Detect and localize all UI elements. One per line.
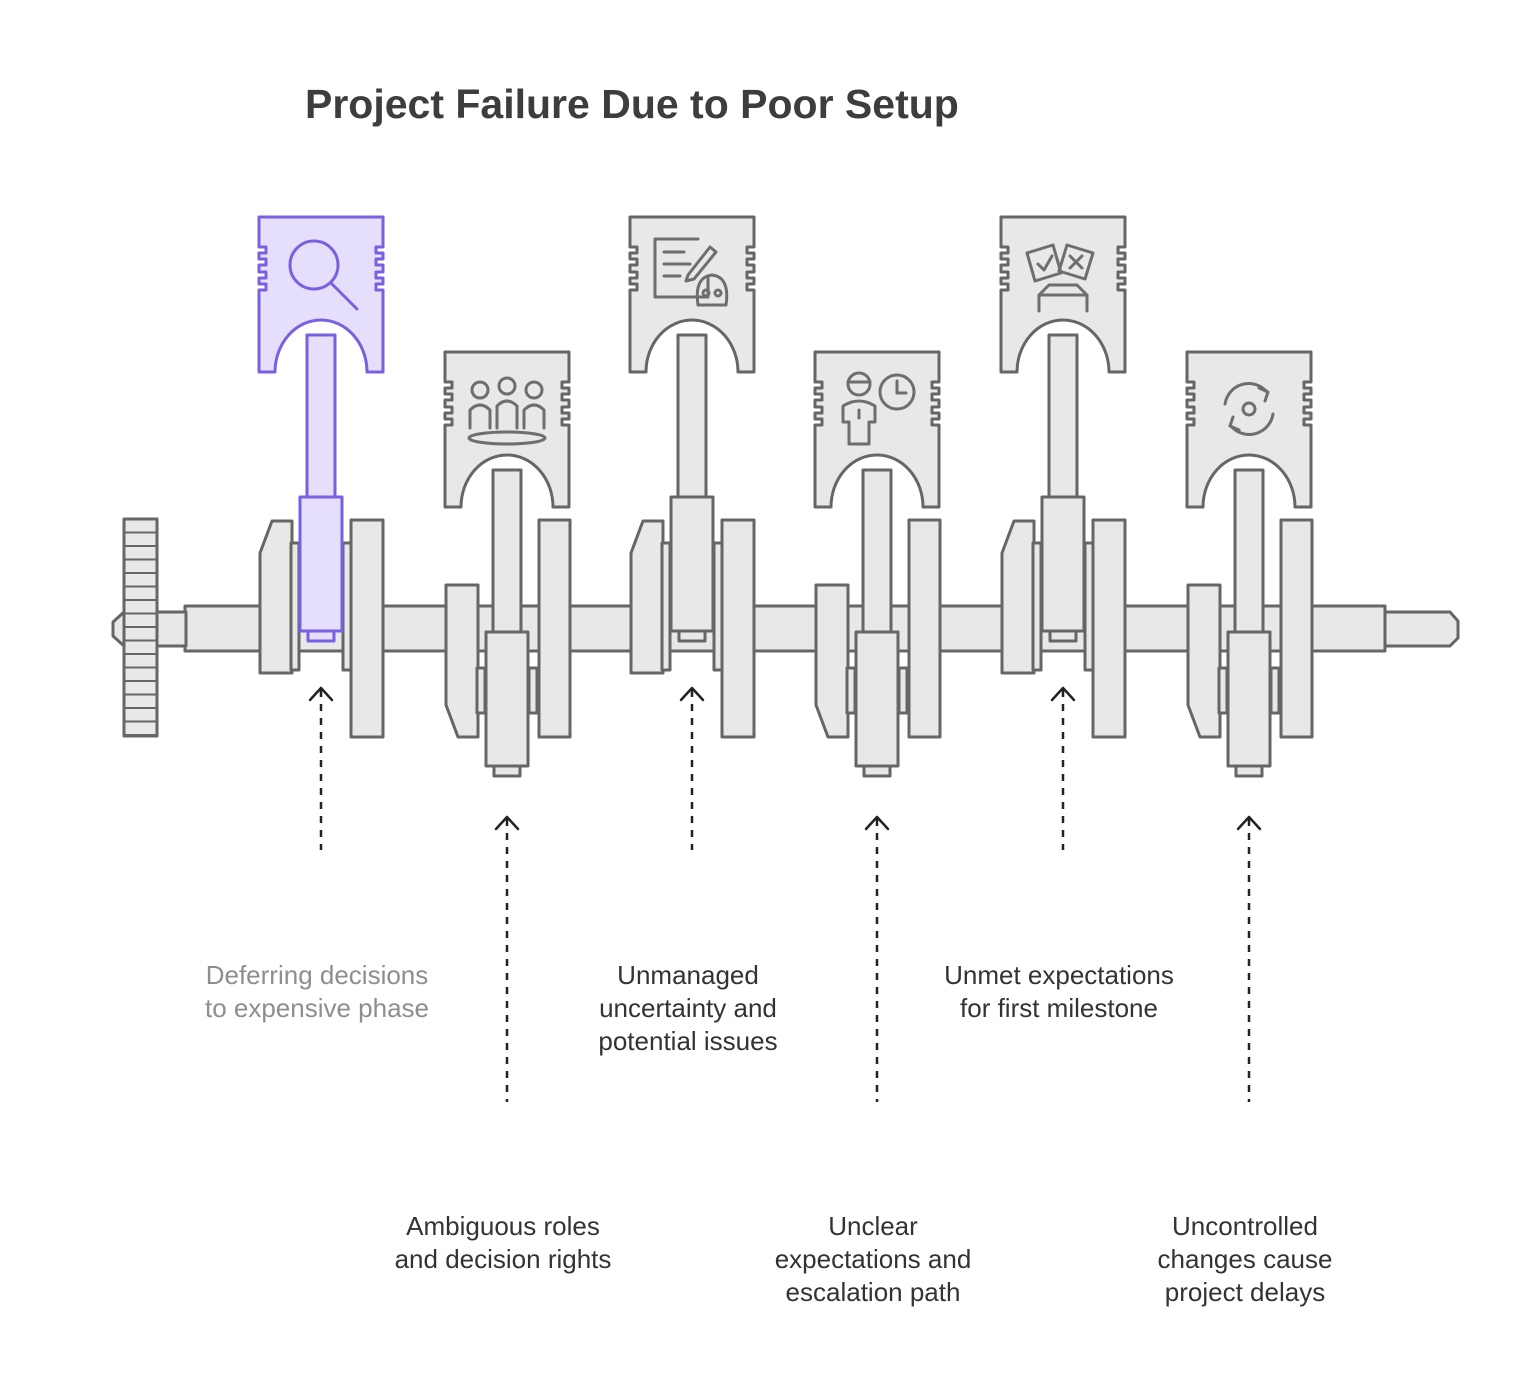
checklist-cards-icon (1025, 243, 1095, 313)
team-icon (467, 376, 547, 446)
refresh-cycle-icon (1223, 382, 1275, 436)
label-line: Ambiguous roles (406, 1211, 600, 1241)
piston-3 (628, 215, 756, 374)
label-line: for first milestone (960, 993, 1158, 1023)
pistons (257, 215, 1313, 509)
connecting-rod (484, 468, 530, 778)
callout-arrow-3 (679, 686, 705, 850)
label-line: Unmet expectations (944, 960, 1174, 990)
page-title: Project Failure Due to Poor Setup (305, 81, 959, 127)
document-skull-icon (653, 237, 729, 307)
counterweight-pair (258, 518, 385, 739)
label-line: Unclear (828, 1211, 918, 1241)
label-line: Deferring decisions (206, 960, 429, 990)
callout-arrow-6 (1236, 815, 1262, 1102)
magnifier-icon (288, 239, 359, 311)
label-line: potential issues (598, 1026, 777, 1056)
shaft-end-right (1383, 610, 1460, 648)
piston-4 (813, 350, 941, 509)
connecting-rod (854, 468, 900, 778)
callout-arrows (308, 686, 1262, 1102)
label-line: changes cause (1158, 1244, 1333, 1274)
connecting-rod (298, 333, 344, 643)
piston-1 (257, 215, 385, 374)
counterweight-pair (814, 518, 942, 739)
connecting-rod (669, 333, 715, 643)
counterweight-pair (1000, 518, 1127, 739)
label-line: and decision rights (395, 1244, 612, 1274)
callout-arrow-5 (1050, 686, 1076, 850)
piston-6 (1185, 350, 1313, 509)
label-line: expectations and (775, 1244, 972, 1274)
callout-arrow-4 (864, 815, 890, 1102)
counterweight-pair (444, 518, 572, 739)
person-clock-icon (841, 371, 916, 446)
counterweight-pair (1186, 518, 1314, 739)
shaft-collar (155, 610, 188, 648)
connecting-rods (298, 333, 1272, 778)
label-line: project delays (1165, 1277, 1325, 1307)
callout-arrow-1 (308, 686, 334, 850)
connecting-rod (1040, 333, 1086, 643)
piston-2 (443, 350, 571, 509)
counterweights (258, 518, 1314, 739)
crankshaft (111, 517, 1460, 738)
shaft-tip-left (111, 610, 126, 648)
callout-arrow-2 (494, 815, 520, 1102)
label-line: to expensive phase (205, 993, 429, 1023)
flywheel-gear (122, 517, 159, 738)
counterweight-pair (629, 518, 756, 739)
label-line: escalation path (786, 1277, 961, 1307)
label-line: Uncontrolled (1172, 1211, 1318, 1241)
label-line: uncertainty and (599, 993, 777, 1023)
connecting-rod (1226, 468, 1272, 778)
label-line: Unmanaged (617, 960, 759, 990)
